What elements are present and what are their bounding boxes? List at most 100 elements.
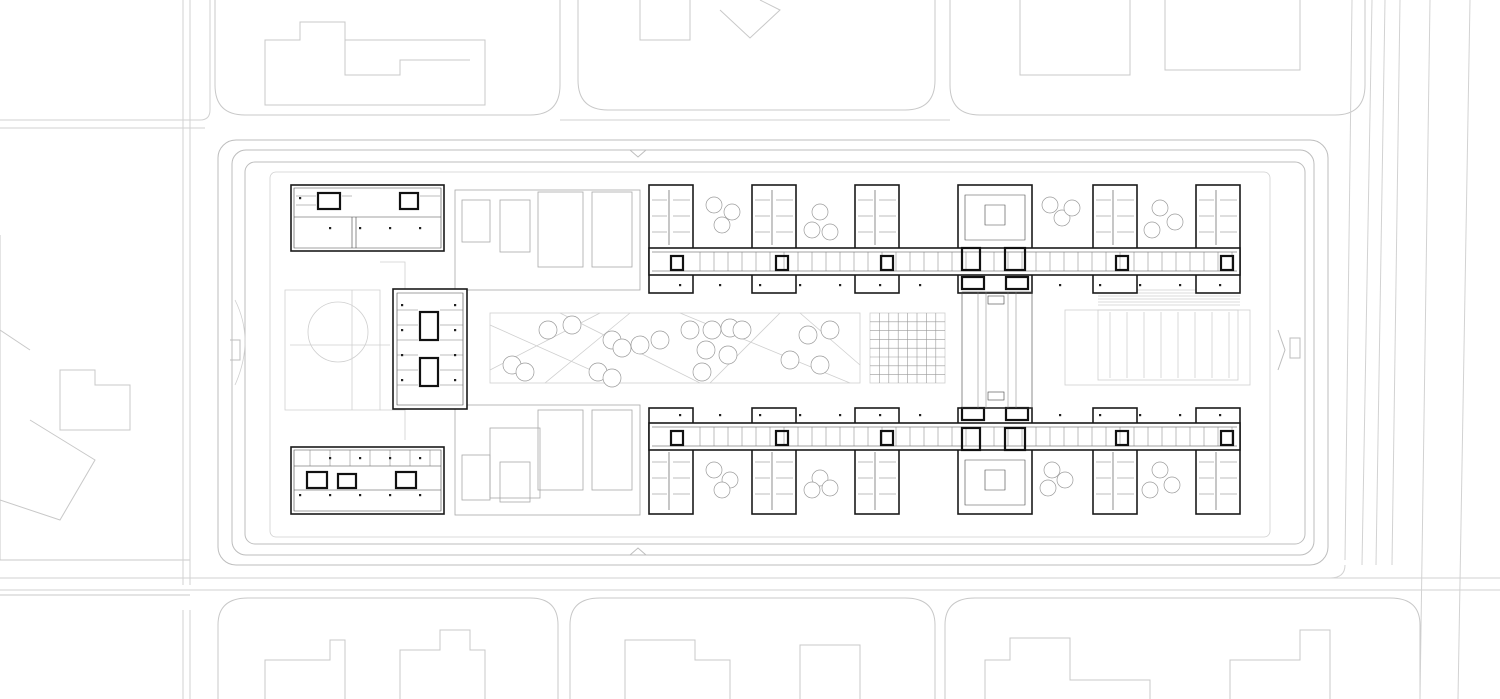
column-marker <box>919 414 922 417</box>
stair-core <box>1219 254 1235 272</box>
tree-icon <box>692 362 712 382</box>
building-main-north <box>648 184 1241 294</box>
tree-icon <box>723 203 741 221</box>
tree-icon <box>630 335 650 355</box>
column-marker <box>679 414 682 417</box>
column-marker <box>419 494 422 497</box>
column-marker <box>299 494 302 497</box>
tree-icon <box>612 338 632 358</box>
tree-icon <box>811 469 829 487</box>
column-marker <box>919 284 922 287</box>
column-marker <box>389 457 392 460</box>
column-marker <box>359 227 362 230</box>
column-marker <box>329 457 332 460</box>
stair-core <box>774 254 790 272</box>
stair-core <box>879 254 895 272</box>
tree-icon <box>713 481 731 499</box>
tree-icon <box>1151 199 1169 217</box>
left-plaza <box>234 261 406 440</box>
right-terrace <box>1064 289 1251 386</box>
tree-icon <box>650 330 670 350</box>
tree-icon <box>820 320 840 340</box>
column-marker <box>1139 284 1142 287</box>
column-marker <box>759 414 762 417</box>
grid-plaza <box>869 312 946 384</box>
column-marker <box>1059 284 1062 287</box>
tree-icon <box>1163 476 1181 494</box>
tree-icon <box>1141 481 1159 499</box>
column-marker <box>454 354 457 357</box>
column-marker <box>454 304 457 307</box>
tree-icon <box>705 196 723 214</box>
column-marker <box>719 414 722 417</box>
building-tower <box>392 288 468 410</box>
column-marker <box>329 494 332 497</box>
tree-icon <box>713 216 731 234</box>
column-marker <box>879 284 882 287</box>
column-marker <box>401 304 404 307</box>
tree-icon <box>780 350 800 370</box>
column-marker <box>454 329 457 332</box>
tree-icon <box>1056 471 1074 489</box>
column-marker <box>679 284 682 287</box>
column-marker <box>389 227 392 230</box>
column-marker <box>799 414 802 417</box>
tree-icon <box>602 368 622 388</box>
tree-icon <box>821 223 839 241</box>
stair-core <box>879 429 895 447</box>
column-marker <box>401 329 404 332</box>
central-park <box>489 312 861 388</box>
site-boundary <box>217 139 1329 566</box>
column-marker <box>1179 414 1182 417</box>
column-marker <box>1099 284 1102 287</box>
tree-icon <box>562 315 582 335</box>
tree-icon <box>1043 461 1061 479</box>
column-marker <box>1059 414 1062 417</box>
stair-core <box>1114 429 1130 447</box>
column-marker <box>401 354 404 357</box>
stair-core <box>774 429 790 447</box>
building-west-south <box>290 446 445 515</box>
building-west-north <box>290 184 445 252</box>
column-marker <box>419 227 422 230</box>
column-marker <box>879 414 882 417</box>
central-bridge <box>961 291 1033 409</box>
tree-icon <box>1143 221 1161 239</box>
column-marker <box>799 284 802 287</box>
column-marker <box>839 284 842 287</box>
tree-icon <box>696 340 716 360</box>
column-marker <box>719 284 722 287</box>
structural-columns <box>299 190 1237 510</box>
tree-icon <box>1166 213 1184 231</box>
column-marker <box>1099 414 1102 417</box>
column-marker <box>759 284 762 287</box>
sports-courts <box>454 189 641 516</box>
column-marker <box>329 227 332 230</box>
stair-core <box>1114 254 1130 272</box>
tree-icon <box>810 355 830 375</box>
tree-icon <box>803 481 821 499</box>
tree-icon <box>680 320 700 340</box>
tree-icon <box>803 221 821 239</box>
tree-icon <box>1151 461 1169 479</box>
tree-icon <box>718 345 738 365</box>
tree-icon <box>705 461 723 479</box>
tree-icon <box>732 320 752 340</box>
tree-icon <box>1053 209 1071 227</box>
stair-core <box>1219 429 1235 447</box>
column-marker <box>839 414 842 417</box>
column-marker <box>454 379 457 382</box>
tree-icon <box>811 203 829 221</box>
column-marker <box>1219 414 1222 417</box>
column-marker <box>419 457 422 460</box>
column-marker <box>359 457 362 460</box>
tree-icon <box>515 362 535 382</box>
column-marker <box>401 379 404 382</box>
tree-icon <box>538 320 558 340</box>
column-marker <box>1219 284 1222 287</box>
column-marker <box>389 494 392 497</box>
column-marker <box>1179 284 1182 287</box>
stair-core <box>669 429 685 447</box>
